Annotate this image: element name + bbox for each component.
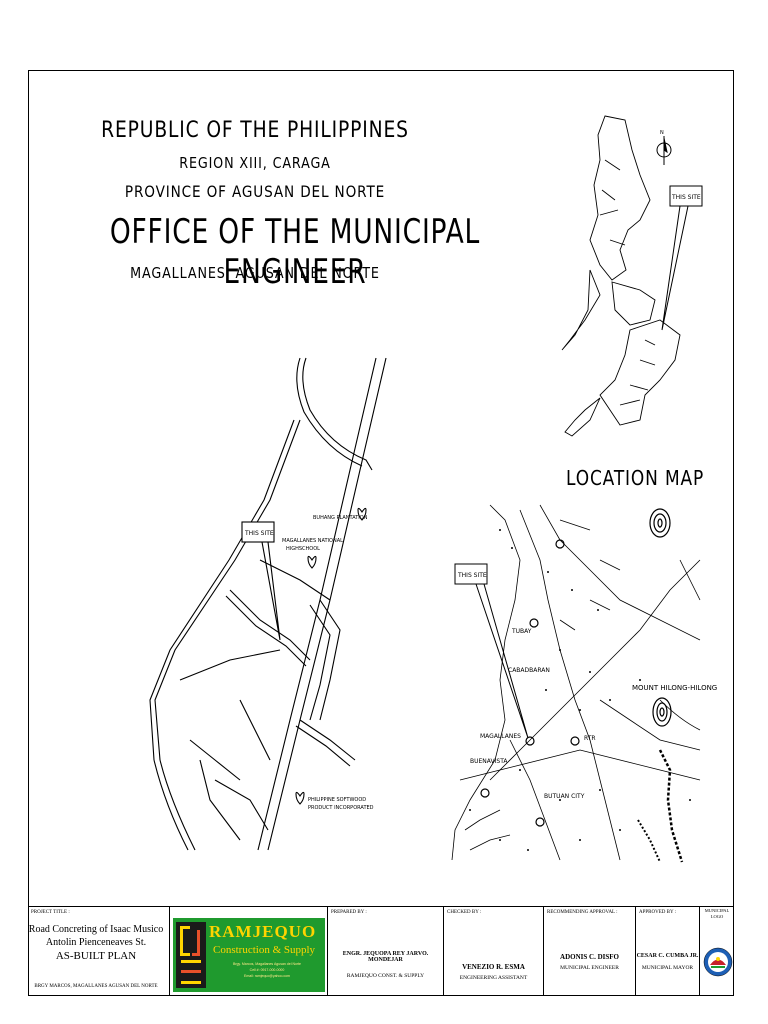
recommending-cell: RECOMMENDING APPROVAL : ADONIS C. DISFO … [544,907,636,995]
checked-by-cell: CHECKED BY : VENEZIO R. ESMA ENGINEERING… [444,907,544,995]
checked-by-name: VENEZIO R. ESMA [462,963,525,971]
prepared-by-name: ENGR. JEQUOPA REY JARVO. MONDEJAR [342,951,429,963]
prepared-by-cell: PREPARED BY : ENGR. JEQUOPA REY JARVO. M… [328,907,444,995]
project-title-caption: PROJECT TITLE : [31,910,70,915]
contractor-contact: Cell #: 0917-000-0000 [249,968,285,972]
recommending-position: MUNICIPAL ENGINEER [560,965,619,971]
municipal-logo-caption-1: MUNICIPAL [704,908,730,913]
project-title-cell: PROJECT TITLE : Road Concreting of Isaac… [28,907,170,995]
contractor-logo-emblem [176,922,206,988]
approved-by-position: MUNICIPAL MAYOR [641,965,694,971]
title-block: PROJECT TITLE : Road Concreting of Isaac… [28,906,734,996]
municipal-logo-caption-2: LOGO [710,914,724,919]
project-title-line-3: AS-BUILT PLAN [55,950,137,962]
contractor-logo: RAMJEQUO Construction & Supply Brgy. Mar… [173,918,325,992]
checked-by-caption: CHECKED BY : [447,910,482,915]
project-title-line-2: Antolin Pienceneaves St. [45,937,147,948]
prepared-by-caption: PREPARED BY : [331,910,367,915]
municipal-logo-cell: MUNICIPAL LOGO [700,907,734,995]
location-map-title: LOCATION MAP [566,466,705,490]
drawing-sheet-border [28,70,734,996]
header-municipality: MAGALLANES, AGUSAN DEL NORTE [130,264,380,282]
recommending-name: ADONIS C. DISFO [560,953,619,961]
header-region: REGION XIII, CARAGA [179,154,331,172]
approved-by-name: CESAR C. CUMBA JR. [636,953,699,959]
header-province: PROVINCE OF AGUSAN DEL NORTE [124,182,386,201]
approved-by-caption: APPROVED BY : [639,910,677,915]
project-location: BRGY MARCOS, MAGALLANES AGUSAN DEL NORTE [34,984,158,989]
project-title-line-1: Road Concreting of Isaac Musico [28,924,164,935]
contractor-subtitle: Construction & Supply [213,944,316,956]
municipal-seal [703,947,733,977]
contractor-name: RAMJEQUO [209,922,317,941]
contractor-address: Brgy. Marcos, Magallanes Agusan del Nort… [232,962,302,966]
checked-by-position: ENGINEERING ASSISTANT [459,975,528,981]
prepared-by-position: RAMJEQUO CONST. & SUPPLY [346,973,425,979]
approved-by-cell: APPROVED BY : CESAR C. CUMBA JR. MUNICIP… [636,907,700,995]
contractor-cell [170,907,328,995]
contractor-email: Email: ramjequo@yahoo.com [244,974,290,978]
header-office: OFFICE OF THE MUNICIPAL ENGINEER [109,212,481,292]
recommending-caption: RECOMMENDING APPROVAL : [547,910,618,915]
header-republic: REPUBLIC OF THE PHILIPPINES [101,118,409,143]
